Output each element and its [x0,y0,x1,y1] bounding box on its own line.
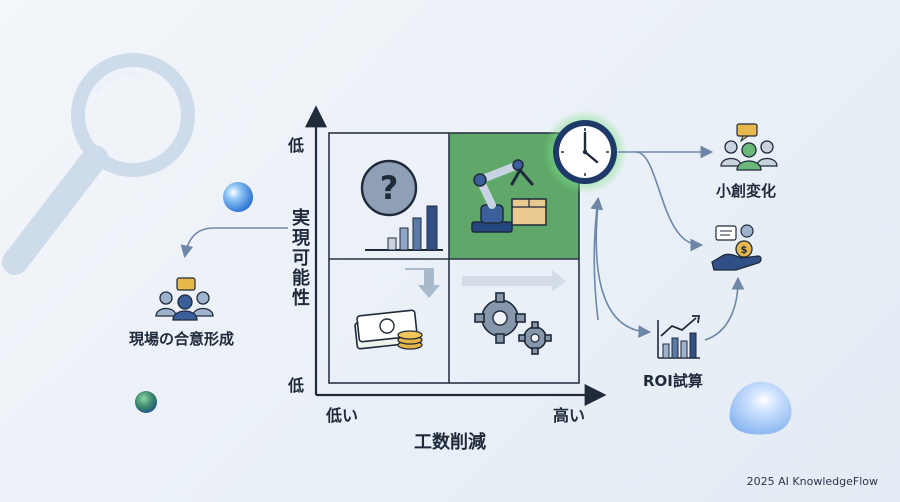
bar-chart-icon [365,205,443,251]
x-axis-title: 工数削減 [414,432,486,453]
consensus-label: 現場の合意形成 [129,330,235,348]
matrix-axes [305,105,607,406]
package-box-icon [511,198,547,226]
footer-credit: 2025 AI KnowledgeFlow [746,475,878,488]
svg-text:?: ? [380,169,399,207]
down-arrow-decoration [405,268,440,298]
gears-icon [474,292,552,355]
right-arrow-decoration [462,270,566,292]
blue-orb-decoration [223,182,253,212]
clock-icon [543,110,627,194]
y-axis-title: 実現可能性 [289,208,310,308]
y-axis-top-label: 低 [288,136,305,155]
question-icon: ? [360,159,418,217]
flow-connectors [180,145,745,341]
x-axis-low-label: 低い [326,406,359,425]
growth-chart-icon [657,315,701,359]
hand-coin-icon: $ [711,224,762,271]
money-stack-icon [354,309,423,350]
people-chat-icon [720,123,778,171]
x-axis-high-label: 高い [553,406,586,425]
small-change-label: 小創変化 [716,182,777,200]
blob-decoration [729,381,792,435]
consensus-people-icon [155,277,214,321]
y-axis-bottom-label: 低 [288,376,305,395]
magnifier-icon [2,53,195,275]
roi-label: ROI試算 [643,372,703,390]
robot-arm-icon [471,159,534,233]
green-orb-decoration [135,391,157,413]
svg-text:$: $ [741,245,748,256]
